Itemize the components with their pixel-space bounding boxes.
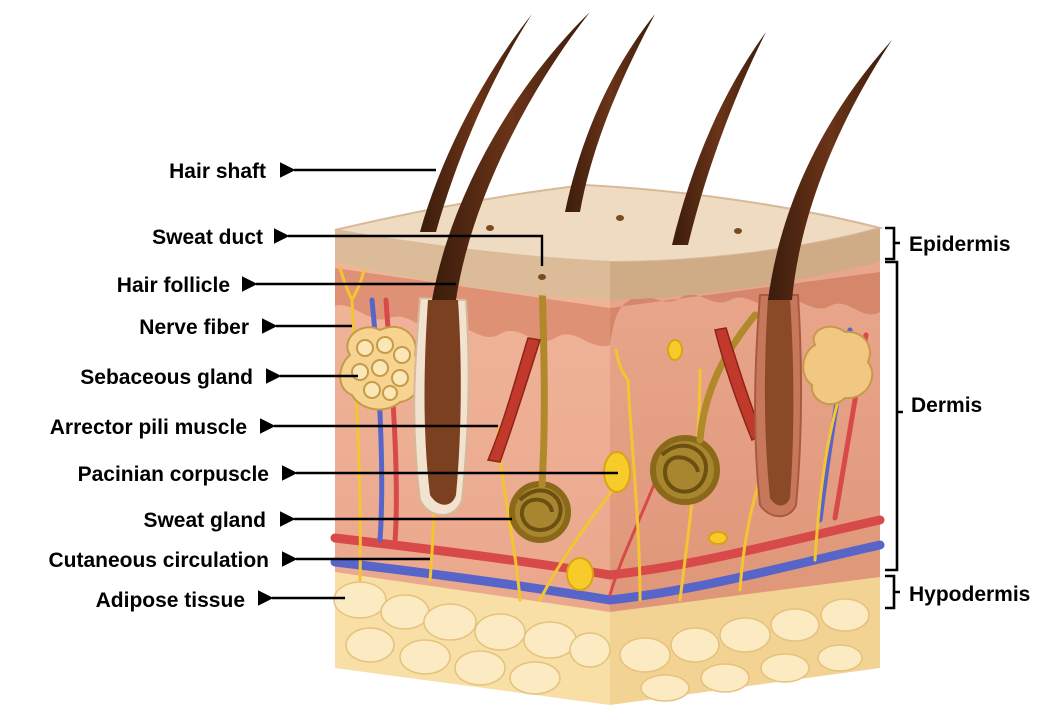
label-sweat-duct: Sweat duct [152, 226, 263, 249]
label-hypodermis: Hypodermis [909, 583, 1030, 606]
label-hair-shaft: Hair shaft [169, 160, 266, 183]
label-epidermis: Epidermis [909, 233, 1011, 256]
label-sebaceous-gland: Sebaceous gland [80, 366, 253, 389]
label-pacinian-corpuscle: Pacinian corpuscle [78, 463, 269, 486]
bracket-hypodermis [885, 576, 900, 608]
label-hair-follicle: Hair follicle [117, 274, 230, 297]
label-nerve-fiber: Nerve fiber [139, 316, 249, 339]
label-dermis: Dermis [911, 394, 982, 417]
bracket-epidermis [885, 228, 900, 259]
label-sweat-gland: Sweat gland [143, 509, 266, 532]
label-cutaneous-circulation: Cutaneous circulation [48, 549, 269, 572]
layer-brackets: Epidermis Dermis Hypodermis [885, 228, 1030, 608]
skin-block-illustration [334, 12, 892, 705]
label-adipose-tissue: Adipose tissue [96, 589, 245, 612]
label-arrector-pili-muscle: Arrector pili muscle [50, 416, 247, 439]
bracket-dermis [885, 262, 903, 570]
dermis-side [610, 262, 880, 612]
